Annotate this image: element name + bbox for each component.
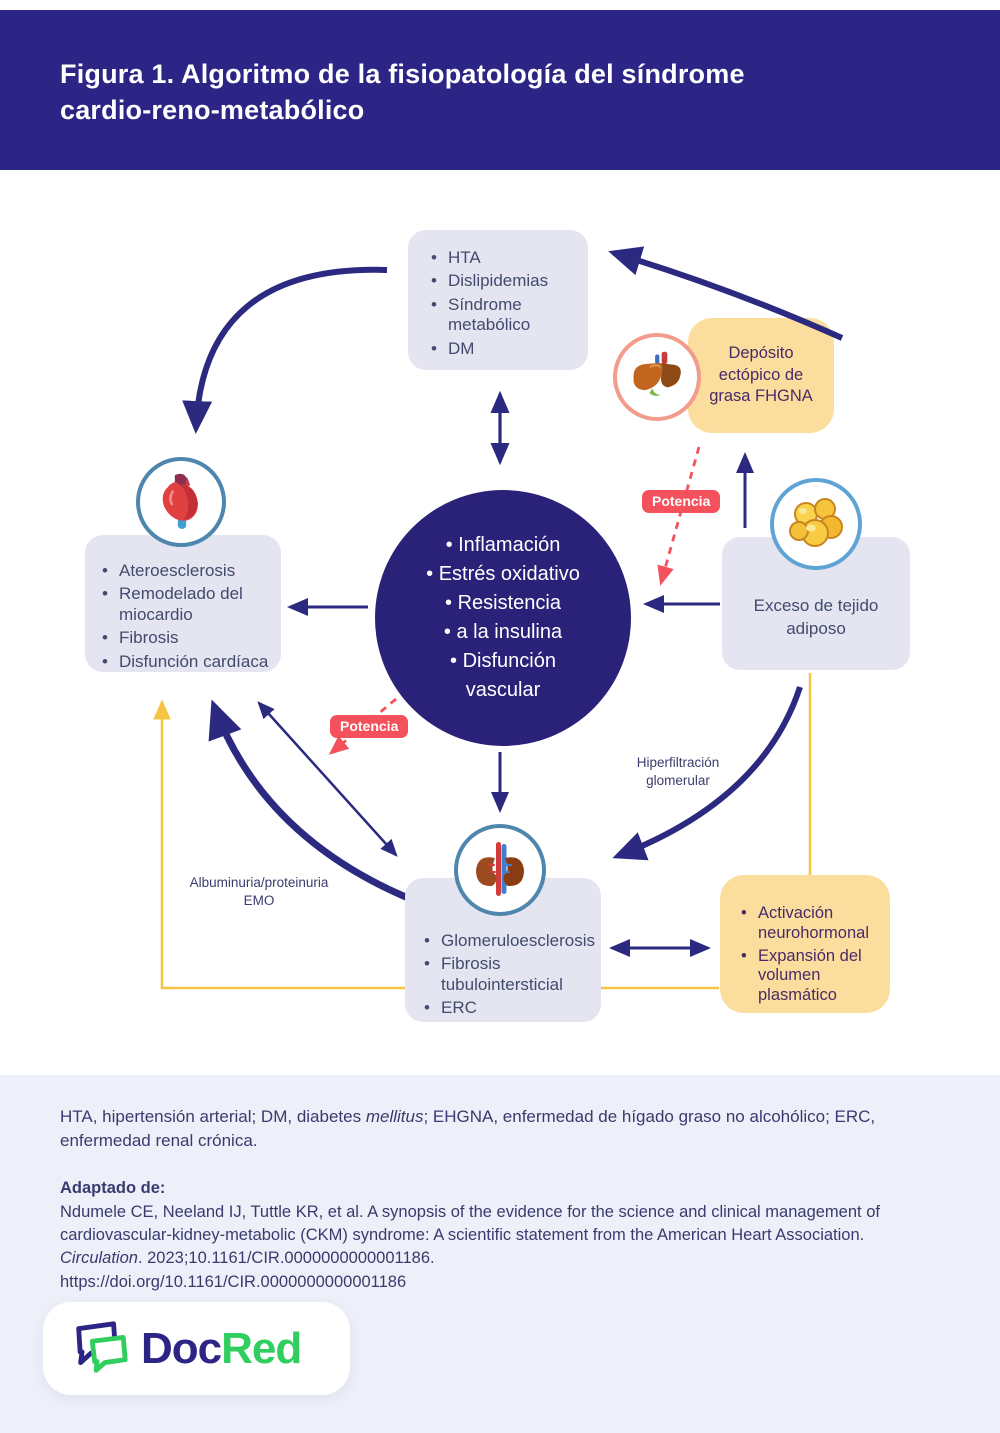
list-item: a la insulina: [426, 618, 580, 647]
cardiac-outcomes-list: AteroesclerosisRemodelado del miocardioF…: [97, 561, 275, 672]
list-item: Disfunción cardíaca: [97, 652, 275, 673]
list-item: Fibrosis: [97, 628, 275, 649]
reference-text: Ndumele CE, Neeland IJ, Tuttle KR, et al…: [60, 1198, 940, 1271]
kidneys-icon: [476, 842, 524, 896]
docred-logo-card: DocRed: [43, 1302, 350, 1395]
adipose-text: Exceso de tejido adiposo: [753, 595, 879, 638]
potencia-badge-bottom: Potencia: [330, 715, 409, 738]
neurohormonal-list: Activación neurohormonalExpansión del vo…: [736, 904, 869, 1006]
list-item: Ateroesclerosis: [97, 561, 275, 582]
docred-logo-text: DocRed: [141, 1323, 302, 1374]
renal-outcomes-list: GlomeruloesclerosisFibrosis tubulointers…: [419, 931, 597, 1019]
logo-text-doc: Doc: [141, 1323, 222, 1373]
liver-deposit-text: Depósito ectópico de grasa FHGNA: [709, 344, 813, 406]
text-segment: HTA, hipertensión arterial; DM, diabetes: [60, 1107, 366, 1126]
italic-text-segment: Circulation: [60, 1249, 138, 1268]
liver-icon-circle: [613, 333, 701, 421]
central-mechanisms-list: InflamaciónEstrés oxidativoResistenciaa …: [426, 531, 580, 676]
list-item: DM: [426, 339, 582, 360]
central-mechanisms-circle: InflamaciónEstrés oxidativoResistenciaa …: [375, 490, 631, 746]
kidney-icon-circle: [454, 824, 546, 916]
text-segment: ; EHGNA, enfermedad de hígado graso no a…: [60, 1107, 876, 1150]
list-item: Glomeruloesclerosis: [419, 931, 597, 952]
italic-text-segment: mellitus: [365, 1107, 424, 1126]
list-item: Resistencia: [426, 589, 580, 618]
risk-factors-list: HTADislipidemiasSíndrome metabólicoDM: [426, 248, 582, 359]
central-mechanisms-last-line: vascular: [465, 679, 541, 701]
adipose-tissue-icon: [789, 498, 843, 547]
risk-factors-box: HTADislipidemiasSíndrome metabólicoDM: [408, 230, 588, 370]
text-segment: Ndumele CE, Neeland IJ, Tuttle KR, et al…: [60, 1202, 880, 1245]
list-item: HTA: [426, 248, 582, 269]
list-item: ERC: [419, 998, 597, 1019]
list-item: Disfunción: [426, 647, 580, 676]
potencia-badge-top: Potencia: [642, 490, 721, 513]
heart-icon-circle: [136, 457, 226, 547]
doi-url-text: https://doi.org/10.1161/CIR.000000000000…: [60, 1272, 407, 1291]
list-item: Síndrome metabólico: [426, 295, 582, 336]
figure-title: Figura 1. Algoritmo de la fisiopatología…: [60, 59, 745, 126]
liver-deposit-box: Depósito ectópico de grasa FHGNA: [688, 318, 834, 433]
albuminuria-label: Albuminuria/proteinuria EMO: [189, 875, 329, 908]
list-item: Activación neurohormonal: [736, 904, 869, 944]
arrow-potencia-liver-dashed: [657, 446, 701, 586]
hyperfiltration-label: Hiperfiltración glomerular: [636, 755, 720, 788]
logo-text-red: Red: [221, 1323, 302, 1373]
list-item: Remodelado del miocardio: [97, 584, 275, 625]
text-segment: . 2023;10.1161/CIR.0000000000001186.: [137, 1249, 435, 1268]
docred-logo-icon: [76, 1320, 128, 1373]
list-item: Expansión del volumen plasmático: [736, 947, 866, 1006]
adipose-icon-circle: [770, 478, 862, 570]
cardiac-outcomes-box: AteroesclerosisRemodelado del miocardioF…: [85, 535, 281, 672]
neurohormonal-box: Activación neurohormonalExpansión del vo…: [720, 875, 890, 1013]
adapted-from-label: Adaptado de:: [60, 1178, 166, 1197]
heart-icon: [162, 473, 198, 529]
list-item: Dislipidemias: [426, 271, 582, 292]
list-item: Fibrosis tubulointersticial: [419, 954, 597, 995]
liver-icon: [633, 351, 681, 396]
header-banner: Figura 1. Algoritmo de la fisiopatología…: [0, 10, 1000, 170]
list-item: Inflamación: [426, 531, 580, 560]
arrow-topbox-to-heart-curve: [182, 266, 388, 434]
list-item: Estrés oxidativo: [426, 560, 580, 589]
abbreviations-text: HTA, hipertensión arterial; DM, diabetes…: [60, 1075, 940, 1153]
